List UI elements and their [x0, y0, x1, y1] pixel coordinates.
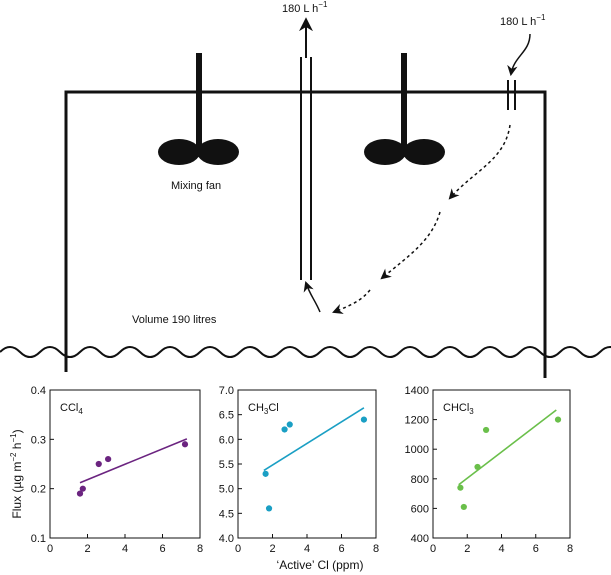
data-point	[262, 470, 269, 477]
data-point	[360, 416, 368, 423]
y-tick-label: 600	[411, 503, 429, 515]
mixing-fan-icon	[364, 53, 445, 165]
y-tick-label: 1400	[405, 385, 429, 397]
x-tick-label: 6	[533, 543, 539, 555]
x-tick-label: 2	[464, 543, 470, 555]
x-tick-label: 2	[84, 543, 90, 555]
x-tick-label: 0	[430, 543, 436, 555]
chamber-diagram: Mixing fan 180 L h−1 180 L h−1 Volume 19…	[0, 0, 611, 378]
inlet-tube	[507, 33, 531, 110]
data-point	[265, 505, 273, 512]
x-tick-label: 6	[338, 543, 344, 555]
x-tick-label: 4	[304, 543, 310, 555]
y-tick-label: 6.0	[219, 434, 234, 446]
y-tick-label: 5.5	[219, 459, 234, 471]
y-tick-label: 1200	[405, 415, 429, 427]
data-point	[482, 426, 490, 434]
y-tick-label: 0.1	[31, 533, 46, 545]
flow-in-label: 180 L h−1	[500, 13, 546, 28]
y-tick-label: 0.3	[31, 434, 46, 446]
x-tick-label: 0	[235, 543, 241, 555]
fit-line	[458, 409, 557, 486]
data-point	[554, 416, 562, 423]
data-point	[281, 426, 288, 433]
y-tick-label: 4.0	[219, 533, 234, 545]
data-point	[79, 485, 86, 492]
x-tick-label: 4	[498, 543, 504, 555]
fit-line	[79, 438, 188, 484]
x-tick-label: 0	[47, 543, 53, 555]
y-tick-label: 7.0	[219, 385, 234, 397]
y-tick-label: 0.2	[31, 484, 46, 496]
water-surface	[0, 346, 611, 358]
y-tick-label: 5.0	[219, 484, 234, 496]
data-point	[460, 503, 467, 511]
data-point	[474, 463, 481, 471]
data-point	[105, 455, 112, 463]
x-tick-label: 8	[373, 543, 379, 555]
y-tick-label: 1000	[405, 444, 429, 456]
chart-title: CHCl3	[443, 402, 474, 416]
outlet-tube	[299, 17, 313, 280]
data-point	[76, 490, 84, 497]
airflow-return-arrow	[303, 281, 321, 313]
flow-out-label: 180 L h−1	[282, 0, 328, 15]
x-tick-label: 2	[269, 543, 275, 555]
chart-title: CH3Cl	[248, 402, 279, 416]
data-point	[95, 460, 102, 468]
y-axis-title: Flux (µg m−2 h−1)	[9, 429, 24, 518]
chamber-outline	[64, 90, 547, 378]
volume-label: Volume 190 litres	[132, 314, 217, 326]
data-point	[181, 441, 189, 448]
airflow-path	[332, 124, 511, 314]
y-tick-label: 800	[411, 474, 429, 486]
data-point	[457, 484, 464, 491]
x-tick-label: 4	[122, 543, 128, 555]
x-axis-title: ‘Active’ Cl (ppm)	[277, 558, 364, 572]
x-tick-label: 6	[159, 543, 165, 555]
y-tick-label: 400	[411, 533, 429, 545]
data-point	[286, 421, 293, 428]
mixing-fan-label: Mixing fan	[171, 180, 221, 192]
fit-line	[263, 407, 365, 472]
y-tick-label: 0.4	[31, 385, 46, 397]
y-tick-label: 6.5	[219, 410, 234, 422]
x-tick-label: 8	[567, 543, 573, 555]
chart-title: CCl4	[60, 402, 83, 416]
x-tick-label: 8	[197, 543, 203, 555]
y-tick-label: 4.5	[219, 508, 234, 520]
mixing-fan-icon	[158, 53, 239, 165]
